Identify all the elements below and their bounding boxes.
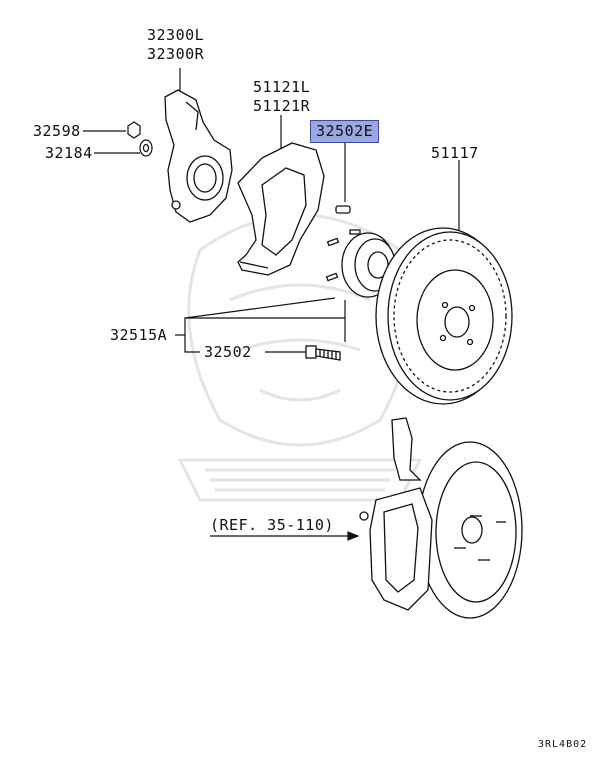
part-label-dust-shield-left: 51121L — [253, 78, 311, 96]
part-label-dust-shield-right: 51121R — [253, 97, 311, 115]
brake-rotor — [375, 227, 513, 405]
assembled-brake-view — [359, 417, 523, 619]
part-label-hub-assembly: 32515A — [110, 326, 168, 344]
part-label-knuckle-right: 32300R — [147, 45, 205, 63]
part-label-washer: 32184 — [45, 144, 93, 162]
leader-lines — [83, 68, 460, 541]
hub-bolt — [305, 345, 341, 361]
dust-shield — [237, 142, 325, 276]
diagram-code: 3RL4B02 — [538, 739, 588, 750]
part-label-hub-highlighted[interactable]: 32502E — [310, 120, 380, 143]
part-label-rotor: 51117 — [431, 144, 479, 162]
part-label-hub-bolt: 32502 — [204, 343, 252, 361]
reference-label: (REF. 35-110) — [210, 516, 334, 534]
part-label-knuckle-left: 32300L — [147, 26, 205, 44]
part-label-nut: 32598 — [33, 122, 81, 140]
nut-and-washer — [127, 121, 153, 157]
steering-knuckle — [164, 89, 233, 223]
